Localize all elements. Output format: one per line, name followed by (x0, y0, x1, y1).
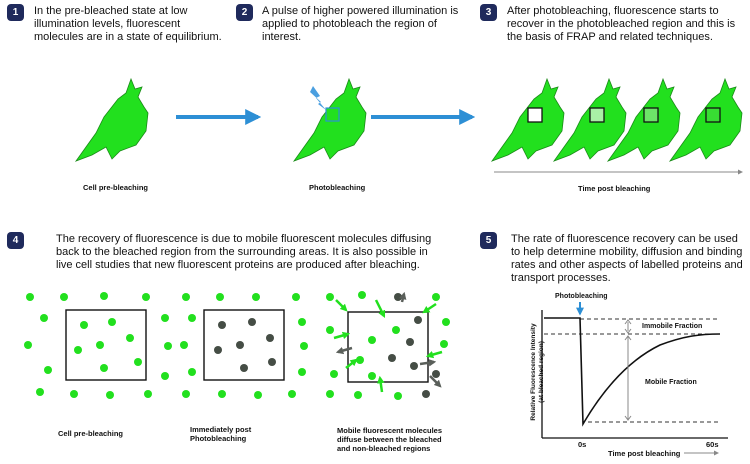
graph-x-end: 60s (706, 440, 719, 449)
graph-ylabel-line2: (at bleached region) (538, 341, 545, 403)
frap-graph (541, 302, 728, 456)
cell-pre-bleaching-icon (75, 78, 149, 162)
caption-molecules-immediate: Immediately post Photobleaching (190, 425, 252, 443)
step-4-text: The recovery of fluorescence is due to m… (56, 233, 432, 271)
recovery-curve (544, 317, 721, 427)
caption-cell-pre-bleaching: Cell pre-bleaching (83, 183, 149, 192)
laser-pulse-icon (310, 86, 326, 110)
molecules-pre-bleaching (24, 292, 172, 399)
cell-recovery-4-icon (669, 78, 743, 162)
caption-molecules-pre: Cell pre-bleaching (58, 429, 124, 438)
step-3-text: After photobleaching, fluorescence start… (507, 5, 736, 43)
step-5-badge: 5 (480, 232, 497, 249)
molecules-immediately-post (180, 293, 308, 399)
cell-recovery-2-icon (553, 78, 627, 162)
caption-molecules-mobile: Mobile fluorescent molecules diffuse bet… (337, 426, 443, 453)
step-4-badge: 4 (7, 232, 24, 249)
graph-xlabel: Time post bleaching (608, 449, 681, 458)
step-1-badge: 1 (7, 4, 24, 21)
cell-photobleaching-icon (293, 78, 367, 162)
caption-photobleaching: Photobleaching (309, 183, 366, 192)
graph-mobile-label: Mobile Fraction (645, 379, 697, 386)
graph-x-start: 0s (578, 440, 587, 449)
step-3-badge: 3 (480, 4, 497, 21)
graph-ylabel-line1: Relative Fluorescence Intensity (530, 323, 537, 421)
graph-immobile-label: Immobile Fraction (642, 323, 703, 330)
step-5-text: The rate of fluorescence recovery can be… (511, 233, 743, 284)
graph-ylabel: Relative Fluorescence Intensity (at blea… (530, 302, 546, 442)
molecules-mobile-diffusion (326, 291, 450, 400)
caption-time-post-bleaching: Time post bleaching (578, 184, 651, 193)
step-1-text: In the pre-bleached state at low illumin… (34, 5, 222, 43)
graph-photobleaching-label: Photobleaching (555, 293, 608, 300)
step-2-text: A pulse of higher powered illumination i… (262, 5, 459, 43)
cell-recovery-1-icon (491, 78, 565, 162)
cell-recovery-3-icon (607, 78, 681, 162)
step-2-badge: 2 (236, 4, 253, 21)
